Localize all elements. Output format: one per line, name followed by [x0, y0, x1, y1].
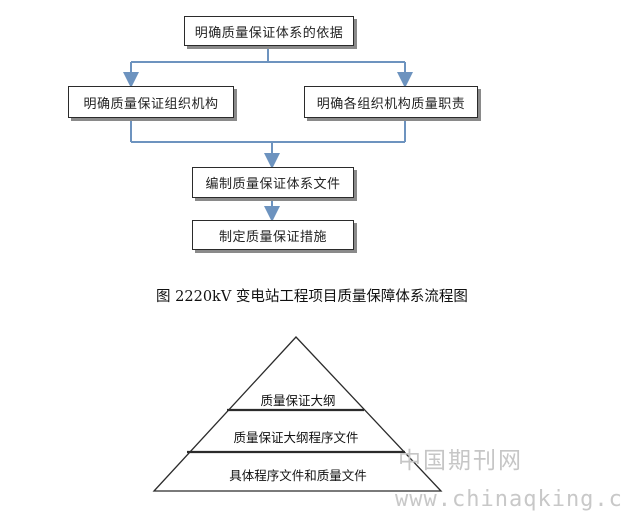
box-quality-basis-label: 明确质量保证体系的依据 [194, 25, 344, 41]
box-responsibilities-label: 明确各组织机构质量职责 [316, 96, 466, 112]
pyramid [152, 336, 443, 492]
box-organization-label: 明确质量保证组织机构 [83, 96, 219, 112]
box-responsibilities: 明确各组织机构质量职责 [304, 86, 478, 118]
box-system-documents: 编制质量保证体系文件 [192, 167, 354, 198]
box-organization: 明确质量保证组织机构 [68, 86, 234, 118]
watermark-chinese: 中国期刊网 [398, 448, 523, 474]
figure-caption: 图 2220kV 变电站工程项目质量保障体系流程图 [156, 289, 468, 305]
pyramid-label-top: 质量保证大纲 [260, 393, 336, 408]
box-quality-basis: 明确质量保证体系的依据 [184, 16, 354, 46]
box-assurance-measures: 制定质量保证措施 [192, 220, 354, 250]
watermark-url: www.chinaqking.com [395, 487, 624, 512]
pyramid-label-middle: 质量保证大纲程序文件 [233, 430, 359, 445]
pyramid-label-bottom: 具体程序文件和质量文件 [229, 468, 367, 483]
box-assurance-measures-label: 制定质量保证措施 [218, 229, 327, 245]
box-system-documents-label: 编制质量保证体系文件 [205, 177, 341, 192]
